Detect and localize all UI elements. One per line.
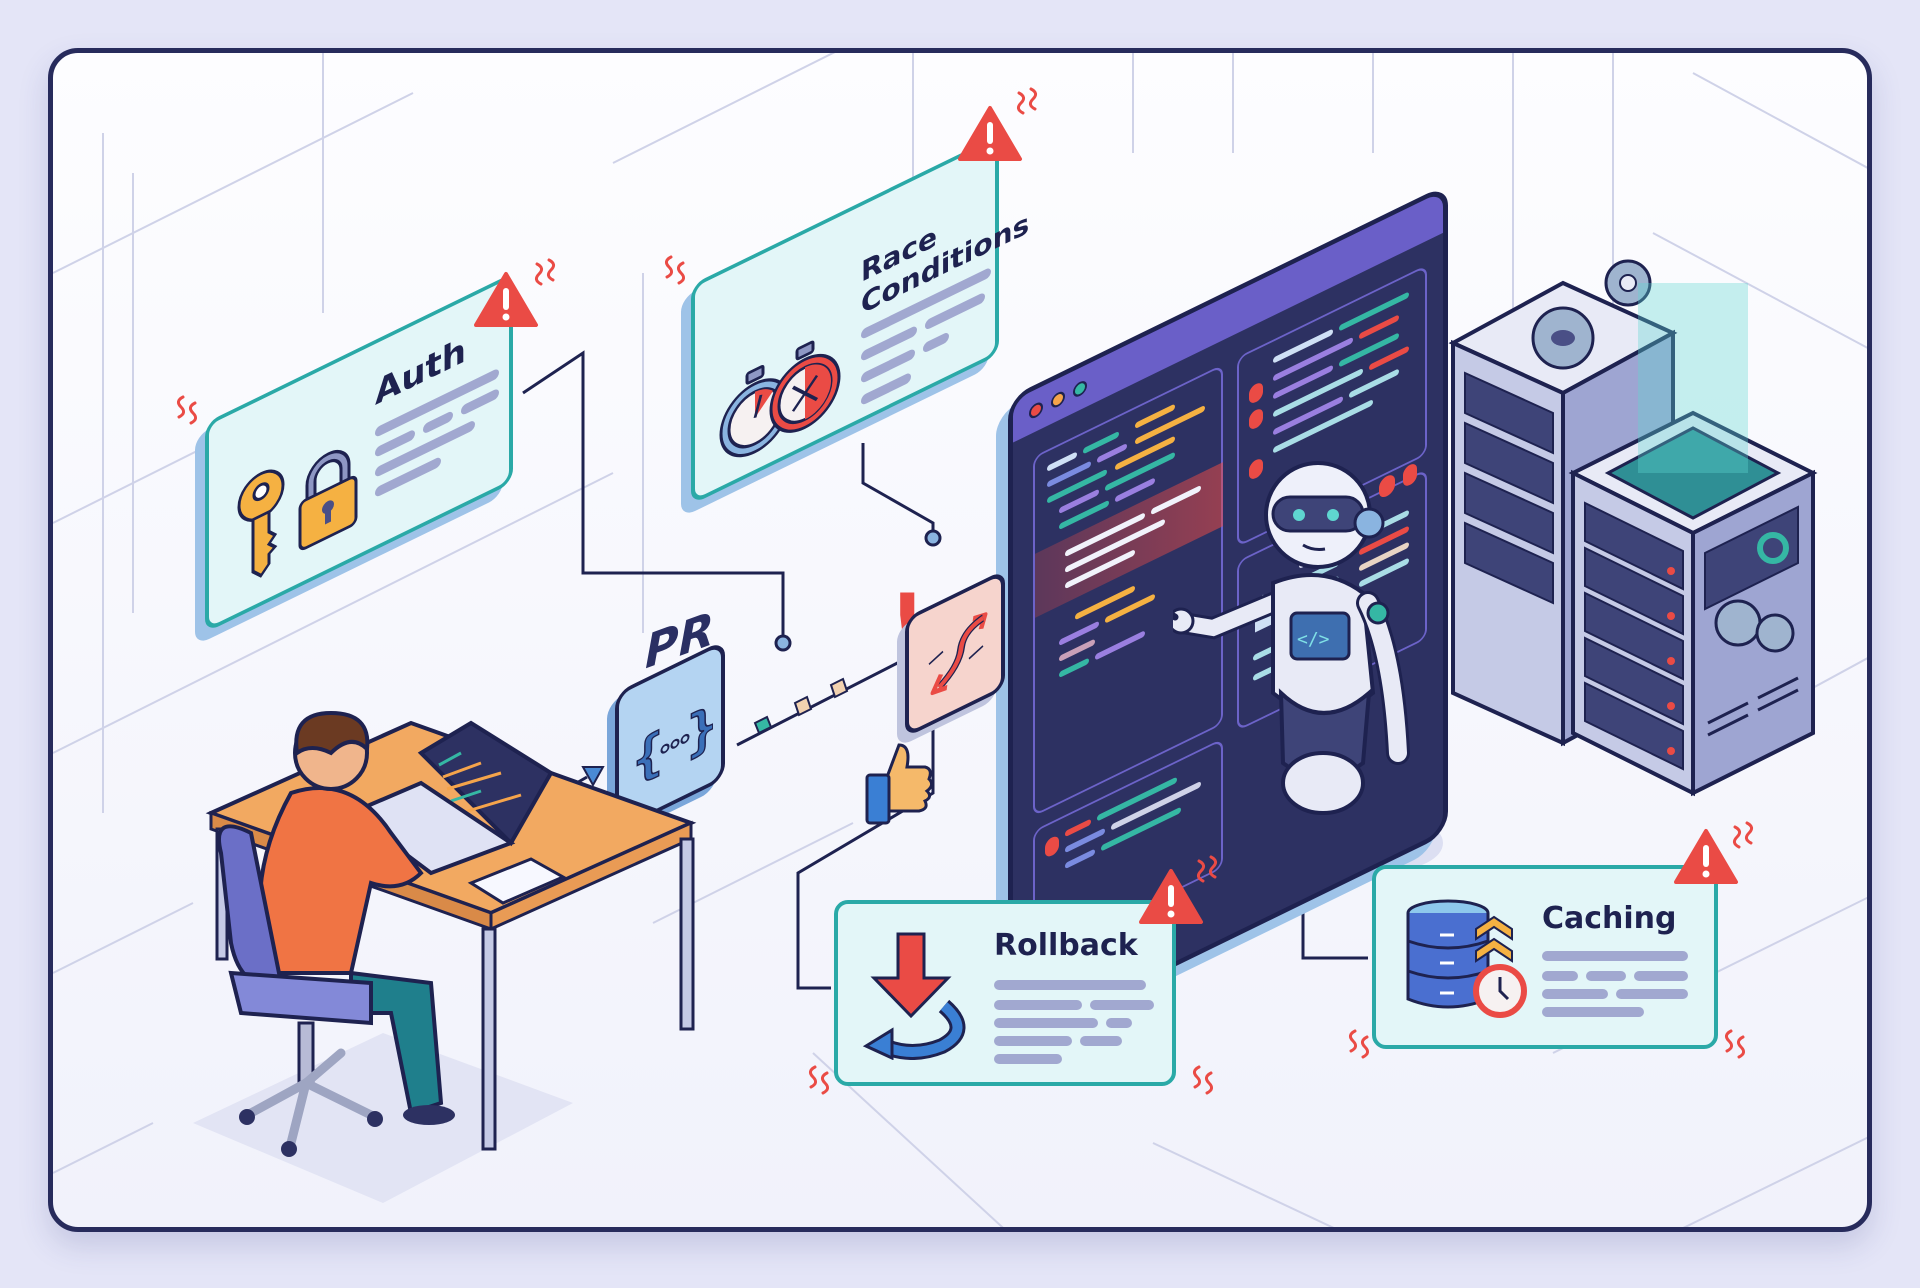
placeholder-line [1080, 1036, 1122, 1046]
shake-lines-icon [1348, 1029, 1370, 1059]
thumbs-up-icon [865, 743, 934, 825]
error-badge-icon [1045, 834, 1059, 859]
shake-lines-icon [1724, 1029, 1746, 1059]
pr-code-block[interactable]: { } [615, 639, 725, 833]
caching-card: Caching [1372, 865, 1718, 1049]
placeholder-line [994, 1018, 1098, 1028]
placeholder-line [1542, 989, 1608, 999]
race-conditions-card: Race Conditions [691, 134, 1029, 505]
illustration-frame: Auth Race Conditions [48, 48, 1872, 1232]
shake-lines-icon [664, 255, 686, 285]
race-conditions-warning-triangle-icon [958, 106, 1022, 161]
rollback-card: Rollback [834, 900, 1176, 1086]
padlock-icon [298, 450, 358, 551]
placeholder-line [1106, 1018, 1132, 1028]
caching-warning-triangle-icon [1674, 829, 1738, 884]
placeholder-line [1542, 1007, 1644, 1017]
placeholder-line [1090, 1000, 1154, 1010]
rollback-arrow-icon [862, 932, 966, 1060]
placeholder-line [1542, 971, 1578, 981]
code-braces-icon: { } [633, 693, 713, 793]
server-racks [1448, 259, 1818, 797]
svg-text:}: } [687, 694, 713, 766]
placeholder-line [1586, 971, 1626, 981]
error-badge-icon [1249, 380, 1263, 406]
svg-text:</>: </> [1297, 629, 1330, 650]
developer-at-desk [205, 710, 697, 1157]
key-icon [237, 469, 285, 578]
shake-lines-icon [1016, 87, 1038, 115]
placeholder-line [1634, 971, 1688, 981]
database-cache-icon [1406, 899, 1527, 1018]
ai-robot: </> [1173, 461, 1410, 815]
auth-card-title: Auth [375, 329, 466, 415]
placeholder-line [994, 1036, 1072, 1046]
auth-warning-triangle-icon [474, 272, 538, 327]
shake-lines-icon [808, 1065, 830, 1095]
merge-conflict-badge[interactable] [905, 569, 1005, 738]
shake-lines-icon [534, 258, 556, 286]
gear-icon [1714, 599, 1795, 653]
placeholder-line [994, 1054, 1062, 1064]
error-badge-icon [1249, 406, 1263, 432]
shake-lines-icon [1196, 855, 1218, 883]
caching-card-title: Caching [1542, 901, 1677, 936]
shake-lines-icon [176, 395, 198, 425]
stopwatch-icon [719, 340, 841, 458]
placeholder-line [1616, 989, 1688, 999]
placeholder-line [994, 1000, 1082, 1010]
shake-lines-icon [1192, 1065, 1214, 1095]
placeholder-line [994, 980, 1146, 990]
rollback-card-title: Rollback [994, 928, 1138, 963]
gear-icon [1531, 259, 1652, 370]
shake-lines-icon [1732, 821, 1754, 849]
placeholder-line [923, 331, 949, 354]
swap-arrows-icon [928, 612, 988, 696]
placeholder-line [1542, 951, 1688, 961]
rollback-warning-triangle-icon [1139, 869, 1203, 924]
auth-card: Auth [205, 272, 513, 633]
